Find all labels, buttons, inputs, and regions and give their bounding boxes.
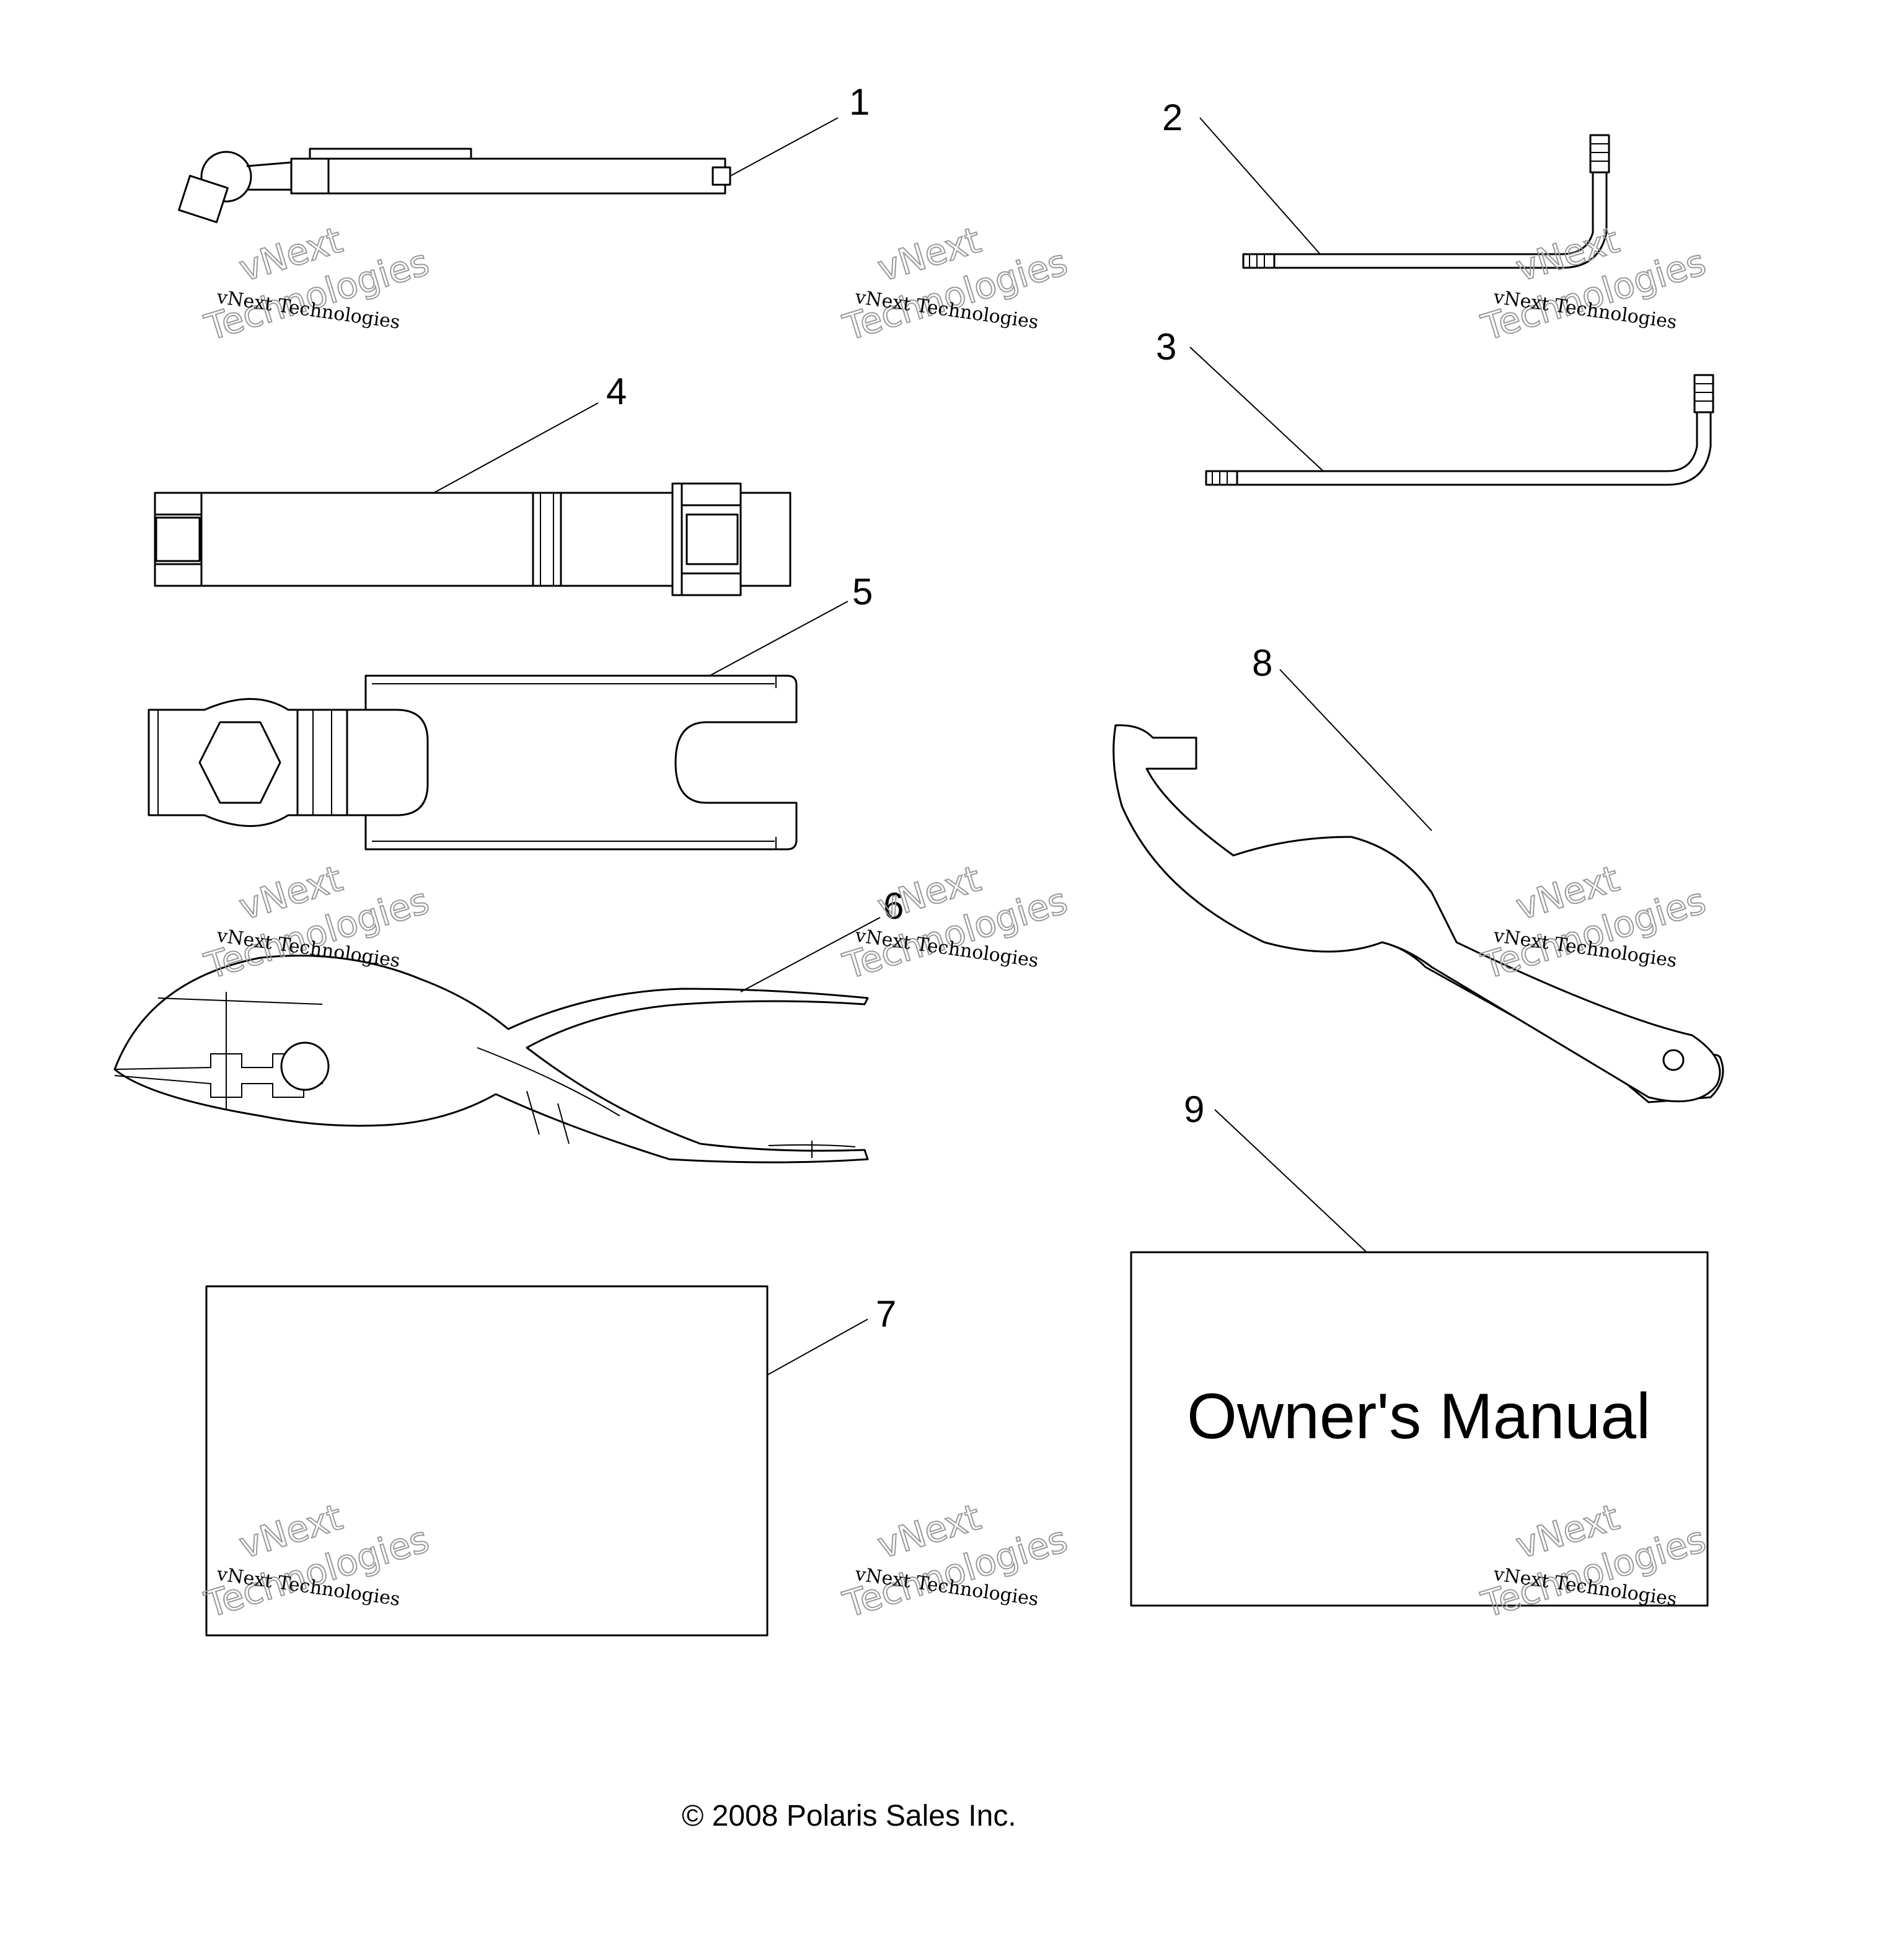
- callout-4: 4: [606, 371, 627, 412]
- leader-line-8: [1279, 669, 1432, 831]
- leader-line-4: [433, 402, 599, 493]
- watermark: vNext Technologies vNext Technologies: [1476, 857, 1711, 988]
- part-4-plug-socket: [154, 482, 791, 596]
- callout-1: 1: [849, 81, 870, 123]
- leader-line-6: [740, 917, 881, 992]
- copyright-notice: © 2008 Polaris Sales Inc.: [682, 1800, 1016, 1832]
- leader-line-3: [1189, 347, 1324, 472]
- callout-6: 6: [883, 885, 904, 927]
- watermark: vNext Technologies vNext Technologies: [838, 218, 1073, 350]
- leader-line-2: [1199, 117, 1321, 255]
- part-1-pressure-gauge: [178, 148, 731, 223]
- part-6-pliers: [113, 955, 869, 1164]
- owners-manual-title: Owner's Manual: [1187, 1381, 1651, 1452]
- part-3-hex-key: [1205, 374, 1714, 486]
- callout-8: 8: [1252, 642, 1272, 684]
- leader-line-5: [709, 601, 848, 676]
- callout-3: 3: [1156, 326, 1176, 368]
- watermark: vNext Technologies vNext Technologies: [838, 1495, 1073, 1627]
- leader-line-9: [1214, 1109, 1367, 1253]
- watermark: vNext Technologies vNext Technologies: [200, 218, 434, 350]
- callout-9: 9: [1184, 1089, 1204, 1130]
- watermark: vNext Technologies vNext Technologies: [838, 857, 1073, 988]
- callout-7: 7: [876, 1293, 896, 1335]
- leader-line-1: [729, 117, 839, 177]
- part-9-owners-manual: [1130, 1251, 1709, 1607]
- watermark: vNext Technologies vNext Technologies: [1476, 218, 1711, 350]
- watermark: vNext Technologies vNext Technologies: [200, 857, 434, 988]
- part-8-spanner-wrench: [1113, 724, 1724, 1103]
- callout-5: 5: [852, 571, 873, 612]
- callout-2: 2: [1162, 97, 1183, 138]
- watermark: vNext Technologies vNext Technologies: [1476, 1495, 1711, 1627]
- part-5-combination-wrench: [148, 674, 798, 851]
- leader-line-7: [767, 1319, 868, 1376]
- part-2-hex-key: [1242, 134, 1610, 269]
- part-7-booklet: [205, 1285, 769, 1637]
